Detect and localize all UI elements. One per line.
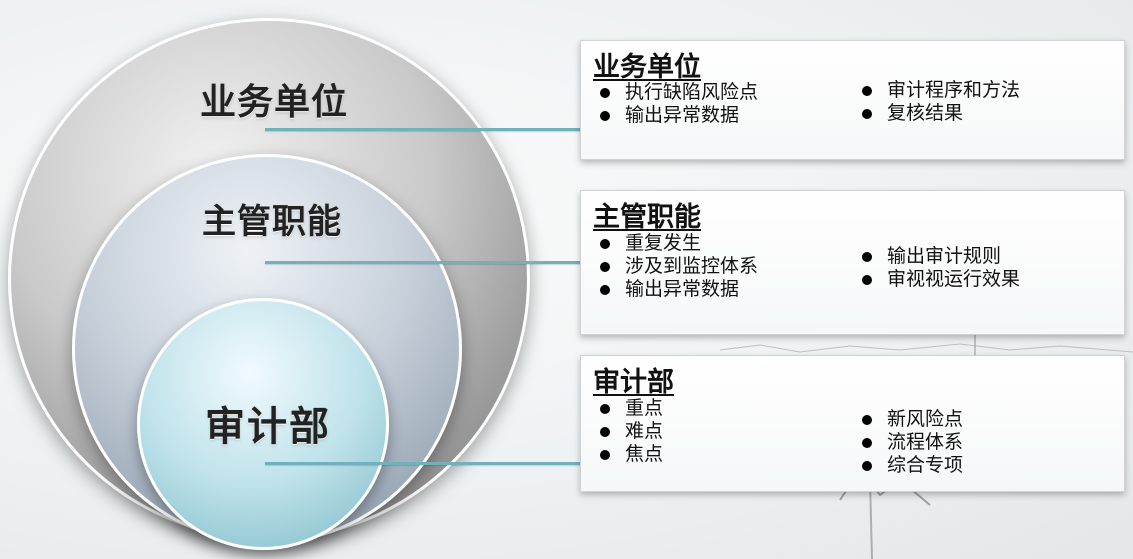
panel-title: 审计部 (593, 367, 674, 398)
panel-management-function: 主管职能 重复发生 涉及到监控体系 输出异常数据 输出审计规则 审视视运行效果 (580, 190, 1125, 335)
bullet-icon (600, 427, 610, 437)
list-item: 复核结果 (851, 102, 1020, 125)
connector-line-business (265, 128, 581, 131)
bullet-icon (600, 285, 610, 295)
bullet-icon (862, 275, 872, 285)
bullet-icon (600, 450, 610, 460)
panel-audit-department: 审计部 重点 难点 焦点 新风险点 流程体系 综合专项 (580, 355, 1125, 492)
list-item: 执行缺陷风险点 (589, 81, 758, 104)
bullet-icon (862, 461, 872, 471)
list-item: 焦点 (589, 443, 663, 466)
list-item: 涉及到监控体系 (589, 255, 758, 278)
bullet-icon (600, 88, 610, 98)
bullet-icon (862, 415, 872, 425)
bullet-icon (862, 252, 872, 262)
list-item: 审计程序和方法 (851, 79, 1020, 102)
bullet-list-right: 审计程序和方法 复核结果 (851, 79, 1020, 125)
list-item: 流程体系 (851, 431, 963, 454)
middle-circle-label: 主管职能 (202, 202, 342, 242)
bullet-list-right: 输出审计规则 审视视运行效果 (851, 245, 1020, 291)
connector-line-audit (265, 462, 581, 465)
list-item: 输出审计规则 (851, 245, 1020, 268)
connector-line-management (265, 261, 581, 264)
outer-circle-label: 业务单位 (200, 82, 349, 123)
panel-title: 主管职能 (593, 202, 701, 233)
inner-circle-label: 审计部 (205, 404, 331, 450)
list-item: 重复发生 (589, 232, 758, 255)
panel-title: 业务单位 (593, 52, 701, 83)
list-item: 审视视运行效果 (851, 268, 1020, 291)
list-item: 重点 (589, 397, 663, 420)
bullet-icon (600, 111, 610, 121)
bullet-list-right: 新风险点 流程体系 综合专项 (851, 408, 963, 477)
bullet-icon (600, 404, 610, 414)
list-item: 综合专项 (851, 454, 963, 477)
inner-circle (137, 298, 389, 550)
list-item: 新风险点 (851, 408, 963, 431)
bullet-icon (600, 239, 610, 249)
bullet-icon (600, 262, 610, 272)
list-item: 难点 (589, 420, 663, 443)
bullet-list-left: 执行缺陷风险点 输出异常数据 (589, 81, 758, 127)
list-item: 输出异常数据 (589, 278, 758, 301)
panel-business-unit: 业务单位 执行缺陷风险点 输出异常数据 审计程序和方法 复核结果 (580, 40, 1125, 160)
bullet-icon (862, 109, 872, 119)
list-item: 输出异常数据 (589, 104, 758, 127)
bullet-list-left: 重点 难点 焦点 (589, 397, 663, 466)
bullet-icon (862, 438, 872, 448)
bullet-list-left: 重复发生 涉及到监控体系 输出异常数据 (589, 232, 758, 301)
bullet-icon (862, 86, 872, 96)
